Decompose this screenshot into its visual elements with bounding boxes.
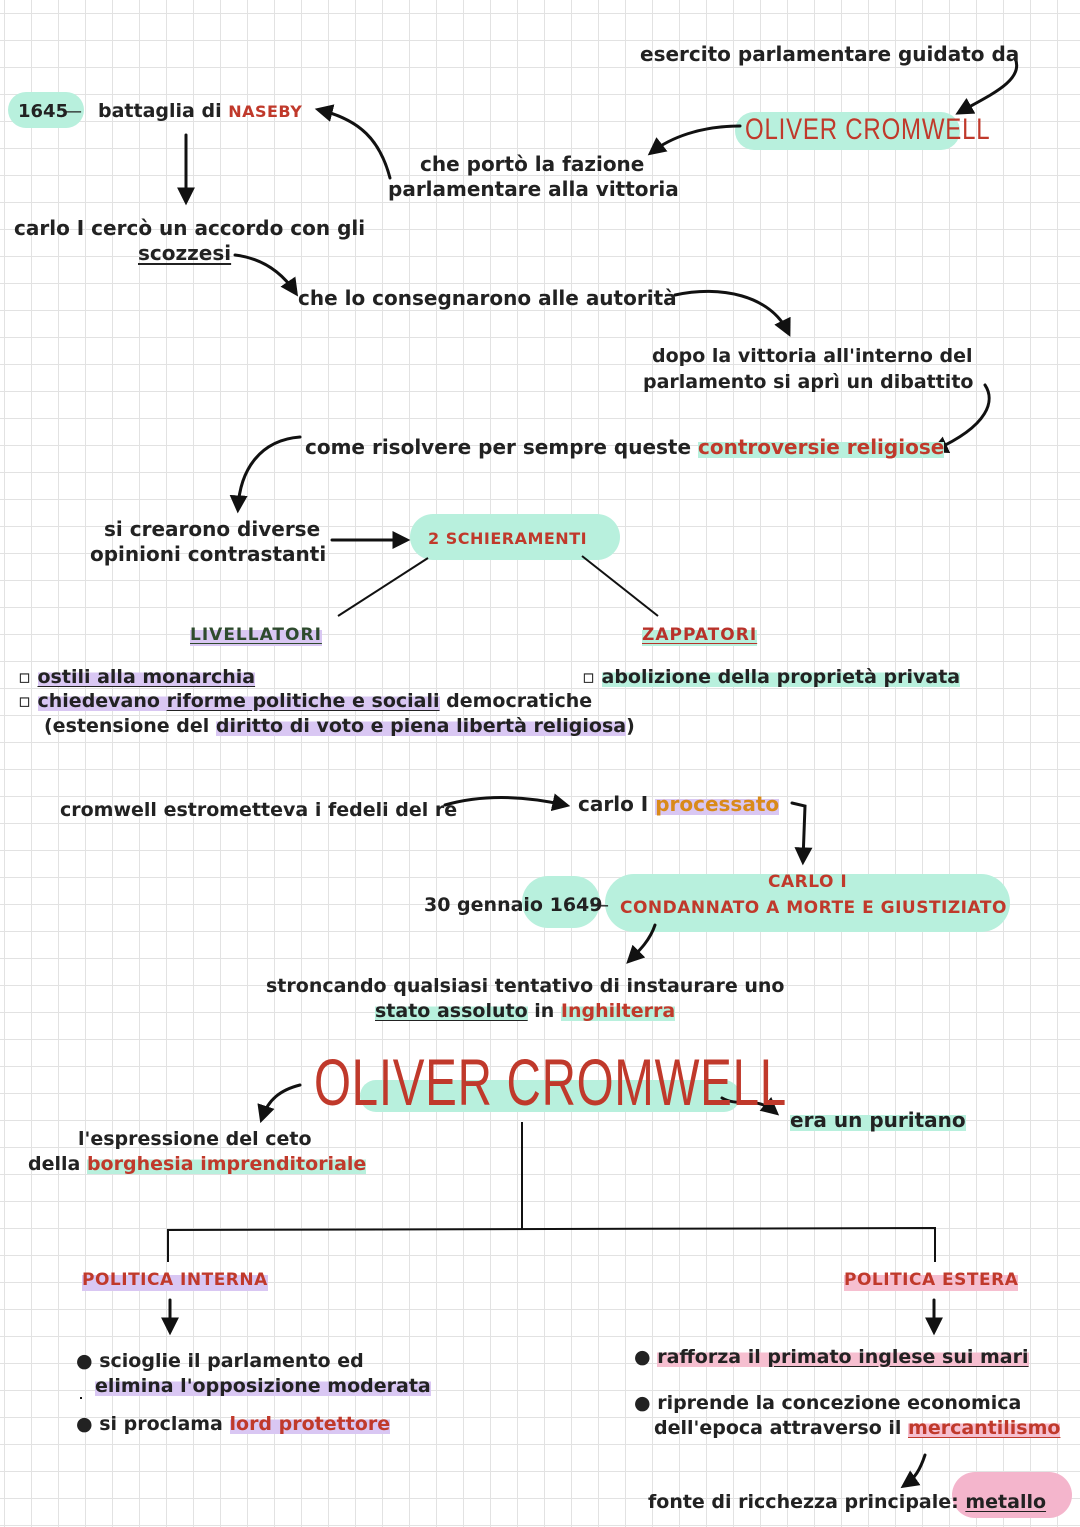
carlo-accord-line1: carlo I cercò un accordo con gli [14, 216, 366, 240]
external-1-prefix: rafforza il [657, 1346, 768, 1368]
internal-point1b: elimina l'opposizione moderata [95, 1374, 431, 1398]
highlight-cromwell-big [360, 1080, 740, 1112]
levellers-point2: ▫ chiedevano riforme politiche e sociali… [18, 689, 592, 713]
external-2b-highlight: mercantilismo [908, 1417, 1061, 1439]
expression-line2: della borghesia imprenditoriale [28, 1152, 367, 1176]
victory-line1: che portò la fazione [420, 152, 645, 176]
levellers-point1: ▫ ostili alla monarchia [18, 665, 256, 689]
internal-policy-title: POLITICA INTERNA [82, 1268, 268, 1292]
levellers-point2-a: chiedevano [37, 690, 167, 712]
battle-prefix: battaglia di [98, 100, 229, 122]
levellers-point2-b: riforme politiche e sociali [166, 690, 440, 712]
victory-line2: parlamentare alla vittoria [388, 177, 679, 201]
stopping-line2: stato assoluto in Inghilterra [375, 999, 676, 1023]
cromwell-title: OLIVER CROMWELL [314, 1045, 787, 1119]
highlight-metallo [952, 1472, 1072, 1518]
handed-over-text: che lo consegnarono alle autorità [298, 286, 677, 310]
resolve-line: come risolvere per sempre queste controv… [305, 435, 945, 459]
carlo-title: CARLO I [768, 872, 848, 892]
bullet-circle-icon: ▫ [582, 666, 602, 688]
bullet-circle-icon: ▫ [18, 690, 38, 712]
bullet-dot-icon: ● [634, 1392, 658, 1414]
diggers-point1-text: abolizione della proprietà privata [601, 666, 961, 688]
levellers-point3-b: diritto di voto e piena libertà religios… [215, 715, 627, 737]
external-policy-title: POLITICA ESTERA [844, 1268, 1019, 1292]
carlo-processed: carlo I processato [578, 792, 780, 816]
internal-point2: ● si proclama lord protettore [76, 1412, 391, 1436]
diggers-point1: ▫ abolizione della proprietà privata [582, 665, 961, 689]
external-point2b: dell'epoca attraverso il mercantilismo [654, 1416, 1061, 1440]
absolute-state: stato assoluto [375, 1000, 528, 1022]
levellers-point1-text: ostili alla monarchia [37, 666, 256, 688]
bullet-dot-icon: ● [634, 1346, 658, 1368]
internal-1a-text: scioglie il parlamento ed [99, 1350, 364, 1372]
highlight-condemned [605, 874, 1010, 932]
highlight-1645 [8, 92, 84, 128]
internal-2-prefix: si proclama [99, 1413, 230, 1435]
opinions-line1: si crearono diverse [104, 517, 321, 541]
resolve-prefix: come risolvere per sempre queste [305, 435, 699, 459]
opinions-line2: opinioni contrastanti [90, 542, 327, 566]
stopping-line1: stroncando qualsiasi tentativo di instau… [266, 975, 785, 997]
external-2a-text: riprende la concezione economica [657, 1392, 1022, 1414]
puritan-text: era un puritano [790, 1108, 966, 1132]
condemned-text: CONDANNATO A MORTE E GIUSTIZIATO [620, 898, 1007, 918]
bullet-dot-icon: ● [76, 1413, 100, 1435]
internal-1b-text: elimina l'opposizione moderata [95, 1375, 431, 1397]
carlo-prefix: carlo I [578, 792, 656, 816]
levellers-point3-a: (estensione del [44, 715, 216, 737]
external-point1: ● rafforza il primato inglese sui mari [634, 1345, 1029, 1369]
wealth-highlight: metallo [965, 1491, 1047, 1513]
internal-2-highlight: lord protettore [229, 1413, 391, 1435]
resolve-highlight: controversie religiose [698, 435, 945, 459]
expels-text: cromwell estrometteva i fedeli del re [60, 799, 458, 821]
stopping-in: in [527, 1000, 561, 1022]
processed-text: processato [655, 792, 780, 816]
battle-label: battaglia di NASEBY [98, 99, 302, 124]
external-2b-prefix: dell'epoca attraverso il [654, 1417, 909, 1439]
levellers-point3: (estensione del diritto di voto e piena … [44, 714, 635, 738]
diggers-title: ZAPPATORI [642, 623, 758, 647]
debate-line2: parlamento si aprì un dibattito [643, 371, 974, 393]
date-dash: — [590, 894, 609, 916]
expression-highlight: borghesia imprenditoriale [86, 1153, 367, 1175]
levellers-title: LIVELLATORI [190, 623, 322, 647]
bullet-dot-icon: ● [76, 1350, 100, 1372]
external-point2a: ● riprende la concezione economica [634, 1391, 1021, 1415]
stopping-country: Inghilterra [560, 1000, 676, 1022]
two-sides-label: 2 SCHIERAMENTI [428, 529, 588, 548]
puritan-text-span: era un puritano [790, 1108, 966, 1132]
army-led-by-text: esercito parlamentare guidato da [640, 42, 1020, 66]
highlight-cromwell-small [735, 112, 960, 150]
cromwell-name-small: OLIVER CROMWELL [745, 113, 991, 146]
execution-date: 30 gennaio 1649 [424, 894, 603, 916]
dash-1645: — [64, 101, 82, 122]
year-1645: 1645 [18, 101, 69, 122]
carlo-scots: scozzesi [138, 241, 232, 265]
levellers-point3-c: ) [626, 715, 635, 737]
external-1-highlight: primato inglese sui mari [767, 1346, 1029, 1368]
wealth-prefix: fonte di ricchezza principale: [648, 1491, 966, 1513]
highlight-two-sides [410, 514, 620, 560]
highlight-date [522, 876, 600, 928]
levellers-point2-c: democratiche [439, 690, 593, 712]
wealth-line: fonte di ricchezza principale: metallo [648, 1490, 1046, 1514]
expression-prefix: della [28, 1153, 87, 1175]
battle-name: NASEBY [228, 102, 303, 121]
bullet-circle-icon: ▫ [18, 666, 38, 688]
debate-line1: dopo la vittoria all'interno del [652, 345, 973, 367]
internal-point1a: ● scioglie il parlamento ed [76, 1349, 364, 1373]
expression-line1: l'espressione del ceto [78, 1128, 312, 1150]
